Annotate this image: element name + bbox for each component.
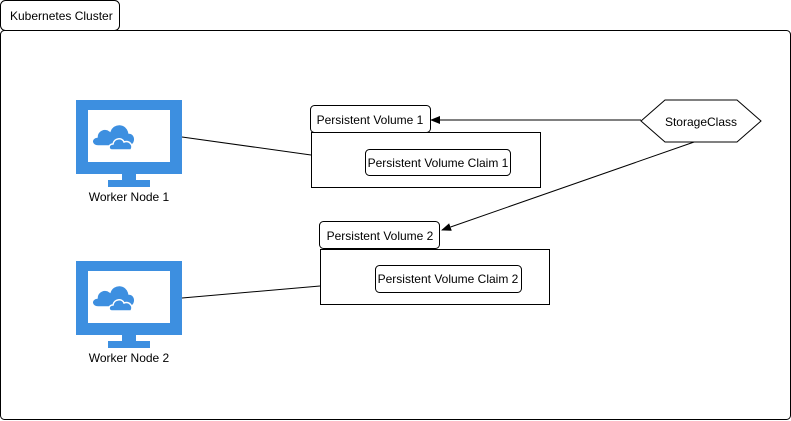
persistent-volume-2-title: Persistent Volume 2 <box>327 229 434 243</box>
persistent-volume-claim-1: Persistent Volume Claim 1 <box>368 156 509 170</box>
worker-node-1-label: Worker Node 1 <box>89 190 170 204</box>
connector-node2-pv2 <box>181 285 321 299</box>
cloud-monitor-icon <box>75 99 183 188</box>
connector-node1-pv1 <box>181 136 312 156</box>
cluster-title: Kubernetes Cluster <box>10 9 113 23</box>
worker-node-2-label: Worker Node 2 <box>89 351 170 365</box>
persistent-volume-claim-2: Persistent Volume Claim 2 <box>378 272 519 286</box>
cloud-monitor-icon <box>75 260 183 349</box>
persistent-volume-1: Persistent Volume 1 Persistent Volume Cl… <box>310 105 541 188</box>
worker-node-2: Worker Node 2 <box>75 260 183 365</box>
arrow-storageclass-pv2 <box>441 140 698 231</box>
persistent-volume-1-title: Persistent Volume 1 <box>317 113 424 127</box>
storage-class: StorageClass <box>640 99 762 143</box>
worker-node-1: Worker Node 1 <box>75 99 183 204</box>
cluster-title-box: Kubernetes Cluster <box>0 0 120 31</box>
persistent-volume-2: Persistent Volume 2 Persistent Volume Cl… <box>319 221 550 305</box>
storage-class-label: StorageClass <box>665 115 737 129</box>
